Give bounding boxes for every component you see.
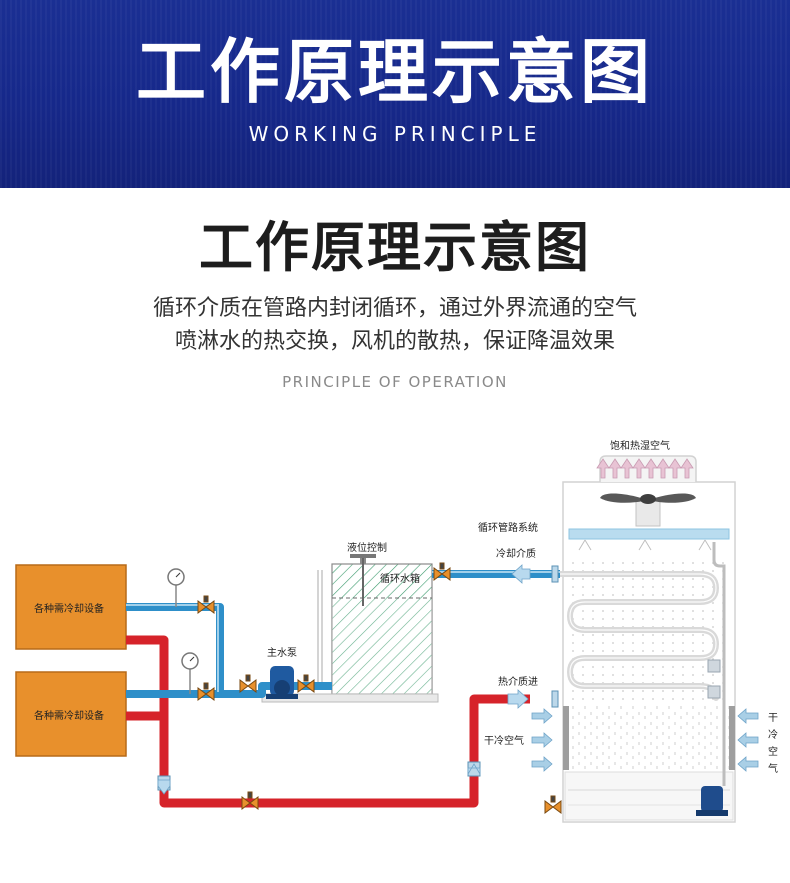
label-main-pump: 主水泵 (267, 647, 297, 659)
exhaust-air-arrows (596, 458, 694, 479)
description-line-1: 循环介质在管路内封闭循环，通过外界流通的空气 (152, 296, 637, 321)
label-cooling-medium: 冷却介质 (496, 547, 536, 560)
banner-title: 工作原理示意图 (136, 31, 654, 113)
fan-icon (600, 493, 696, 527)
label-right-air-2: 冷 (768, 728, 778, 741)
banner-texture (0, 0, 790, 188)
equipment-label-top: 各种需冷却设备 (34, 602, 104, 615)
label-circulating-tank: 循环水箱 (380, 572, 420, 585)
description-line-2: 喷淋水的热交换，风机的散热，保证降温效果 (174, 329, 615, 354)
equipment-label-bottom: 各种需冷却设备 (34, 709, 104, 722)
intake-air-arrows-right (737, 708, 759, 772)
label-right-air-4: 气 (768, 762, 778, 775)
cooling-medium-pipe (126, 570, 560, 698)
label-level-control: 液位控制 (347, 541, 387, 554)
banner-subtitle: WORKING PRINCIPLE (248, 122, 542, 146)
label-circulation-piping: 循环管路系统 (478, 521, 538, 534)
valve-icon (197, 562, 562, 814)
pressure-gauge-icon (167, 568, 185, 607)
label-right-air-3: 空 (768, 745, 778, 758)
label-saturated-air: 饱和热湿空气 (610, 439, 670, 452)
label-right-air-1: 干 (768, 713, 778, 724)
flow-arrows (157, 564, 531, 795)
intake-air-arrows-left (531, 708, 553, 772)
equipment-box-top (15, 564, 127, 650)
main-pump-icon (266, 666, 298, 699)
equipment-box-bottom (15, 671, 127, 757)
pressure-gauge-icon (181, 652, 199, 694)
section-label: PRINCIPLE OF OPERATION (282, 373, 508, 391)
label-hot-medium-in: 热介质进 (498, 675, 538, 688)
cooling-tower (562, 455, 736, 823)
circulating-water-tank (261, 554, 439, 703)
header-banner: 工作原理示意图 WORKING PRINCIPLE (0, 0, 790, 188)
hot-medium-pipe (126, 635, 530, 808)
basin-pump-icon (696, 786, 728, 816)
label-dry-cold-air: 干冷空气 (484, 734, 524, 747)
page-title: 工作原理示意图 (199, 216, 591, 279)
